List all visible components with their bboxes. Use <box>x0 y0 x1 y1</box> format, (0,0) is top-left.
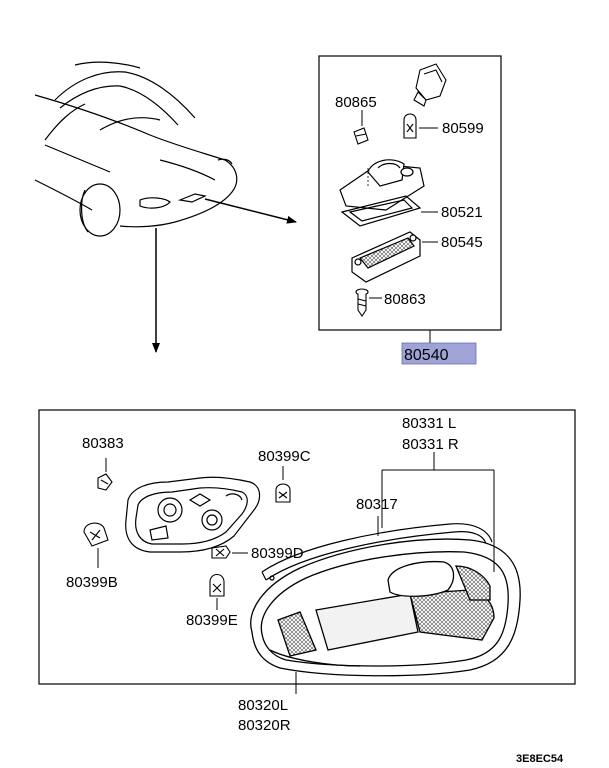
label-80399d: 80399D <box>251 545 304 562</box>
label-80320l: 80320L <box>238 697 288 714</box>
label-80320r: 80320R <box>238 717 291 734</box>
label-80863: 80863 <box>384 291 426 308</box>
gasket-80521-drawing <box>340 195 422 227</box>
label-80865: 80865 <box>335 94 377 111</box>
clip-80865-drawing <box>353 127 369 145</box>
label-80399e: 80399E <box>186 612 238 629</box>
bulb-80599-drawing <box>403 113 417 139</box>
label-80521: 80521 <box>441 204 483 221</box>
bulb-80399c-drawing <box>275 483 291 503</box>
license-lamp-box <box>318 55 502 331</box>
label-80399c: 80399C <box>258 448 311 465</box>
screw-80863-drawing <box>355 288 369 317</box>
bulb-socket-drawing <box>413 63 447 107</box>
assembly-80540-highlight[interactable] <box>401 342 477 365</box>
bulb-80399b-drawing <box>83 522 109 547</box>
gasket-80317-drawing <box>261 523 493 581</box>
arrow-to-upper-box <box>204 198 297 224</box>
label-80599: 80599 <box>442 120 484 137</box>
lens-80545-drawing <box>351 231 421 283</box>
label-80331l: 80331 L <box>402 415 456 432</box>
label-80383: 80383 <box>82 435 124 452</box>
lamp-housing-drawing <box>339 159 425 211</box>
bracket-80331 <box>381 452 495 572</box>
label-80331r: 80331 R <box>402 436 459 453</box>
label-80317: 80317 <box>356 496 398 513</box>
bulb-80399e-drawing <box>209 573 225 597</box>
socket-80383-drawing <box>97 473 113 491</box>
lamp-socket-plate-drawing <box>125 476 261 553</box>
bulb-80399d-drawing <box>211 545 231 559</box>
label-80545: 80545 <box>441 234 483 251</box>
car-body-illustration <box>34 61 238 237</box>
tail-lamp-lens-drawing <box>250 538 521 677</box>
tail-lamp-box <box>38 409 576 685</box>
label-80540[interactable]: 80540 <box>404 347 449 364</box>
label-80399b: 80399B <box>66 574 118 591</box>
figure-code: 3E8EC54 <box>516 753 564 765</box>
